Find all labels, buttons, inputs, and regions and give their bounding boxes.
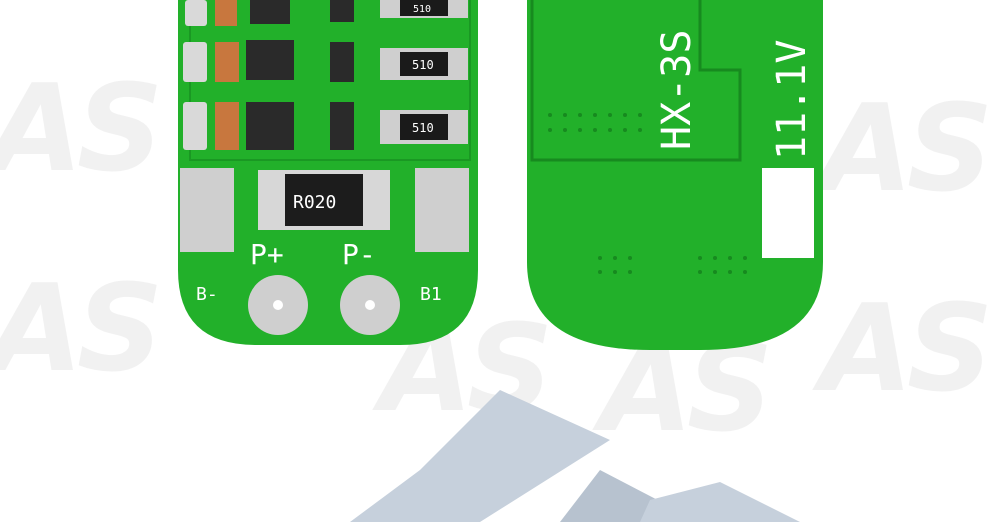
pyramid-logo	[350, 390, 800, 522]
battery-pad-left	[180, 168, 234, 252]
voltage-label: 11.1V	[769, 40, 815, 160]
watermark-logo: AS	[820, 280, 993, 419]
shunt-label: R020	[293, 192, 336, 213]
component-row: 510	[185, 0, 468, 26]
watermark-logo: AS	[0, 60, 163, 199]
resistor-label: 510	[413, 4, 431, 15]
b-minus-label: B-	[196, 284, 218, 305]
marking-box	[762, 168, 814, 258]
p-plus-label: P+	[250, 238, 284, 271]
via-grid	[548, 113, 747, 274]
watermark-logo: AS	[820, 80, 993, 219]
watermark-logo: AS	[0, 260, 163, 399]
p-minus-label: P-	[342, 238, 376, 271]
component-row: 510	[183, 102, 468, 150]
left-pcb-board: 510 510 510	[178, 0, 478, 345]
b1-label: B1	[420, 284, 442, 305]
resistor-label: 510	[412, 58, 434, 72]
battery-pad-right	[415, 168, 469, 252]
component-row: 510	[183, 40, 468, 82]
right-pcb-board: HX-3S 11.1V	[527, 0, 823, 350]
model-label: HX-3S	[654, 30, 700, 150]
resistor-label: 510	[412, 121, 434, 135]
